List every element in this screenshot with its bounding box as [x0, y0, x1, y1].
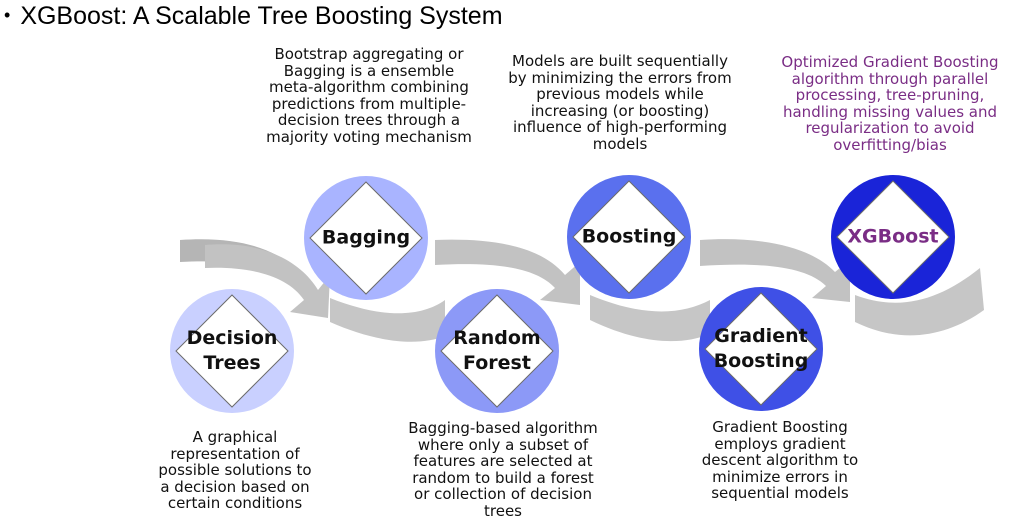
slide-title: • XGBoost: A Scalable Tree Boosting Syste… [4, 2, 503, 31]
node-label-decision-trees: Decision Trees [186, 327, 278, 374]
description-gradient-boosting: Gradient Boosting employs gradient desce… [701, 418, 859, 502]
description-decision-trees: A graphical representation of possible s… [158, 428, 312, 512]
node-diamond-boosting [572, 180, 686, 294]
node-diamond-gradient-boosting [704, 292, 818, 406]
description-bagging: Bootstrap aggregating or Bagging is a en… [266, 45, 472, 146]
node-xgboost [831, 175, 955, 299]
node-bagging [304, 176, 428, 300]
node-label-bagging: Bagging [321, 226, 411, 249]
description-random-forest: Bagging-based algorithm where only a sub… [408, 419, 598, 520]
node-label-boosting: Boosting [581, 225, 677, 248]
node-gradient-boosting [699, 287, 823, 411]
bullet-point: • [4, 5, 11, 25]
node-decision-trees [170, 289, 294, 413]
node-diamond-random-forest [440, 294, 554, 408]
node-label-xgboost: XGBoost [847, 225, 939, 248]
node-random-forest [435, 289, 559, 413]
node-diamond-decision-trees [175, 294, 289, 408]
node-boosting [567, 175, 691, 299]
node-label-random-forest: Random Forest [453, 327, 541, 374]
node-diamond-xgboost [836, 180, 950, 294]
connector-ribbon [180, 239, 984, 342]
node-label-gradient-boosting: Gradient Boosting [713, 325, 809, 372]
node-diamond-bagging [309, 181, 423, 295]
title-text: XGBoost: A Scalable Tree Boosting System [20, 2, 503, 30]
description-boosting: Models are built sequentially by minimiz… [508, 52, 732, 153]
description-xgboost: Optimized Gradient Boosting algorithm th… [781, 53, 999, 154]
